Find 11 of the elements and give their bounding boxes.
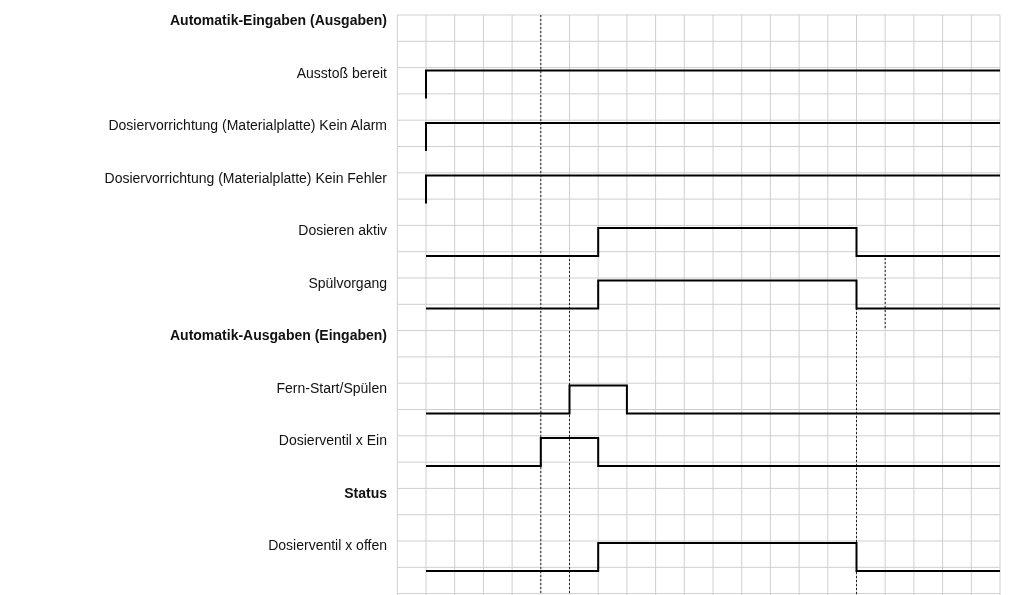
signal-name: Dosiervorrichtung (Materialplatte) Kein Alarm bbox=[108, 116, 387, 134]
signal-name: Dosierventil x Ein bbox=[278, 431, 387, 449]
section-heading: Automatik-Eingaben (Ausgaben) bbox=[170, 11, 387, 29]
section-heading: Status bbox=[344, 483, 387, 502]
section-heading: Automatik-Ausgaben (Eingaben) bbox=[170, 326, 387, 344]
signal-name: Dosierventil x offen bbox=[268, 536, 387, 554]
signal-name: Ausstoß bereit bbox=[296, 63, 387, 82]
signal-name: Dosieren aktiv bbox=[298, 221, 387, 239]
signal-name: Spülvorgang bbox=[308, 273, 387, 292]
signal-name: Dosiervorrichtung (Materialplatte) Kein Fehler bbox=[104, 168, 387, 187]
signal-name: Fern-Start/Spülen bbox=[276, 378, 387, 397]
